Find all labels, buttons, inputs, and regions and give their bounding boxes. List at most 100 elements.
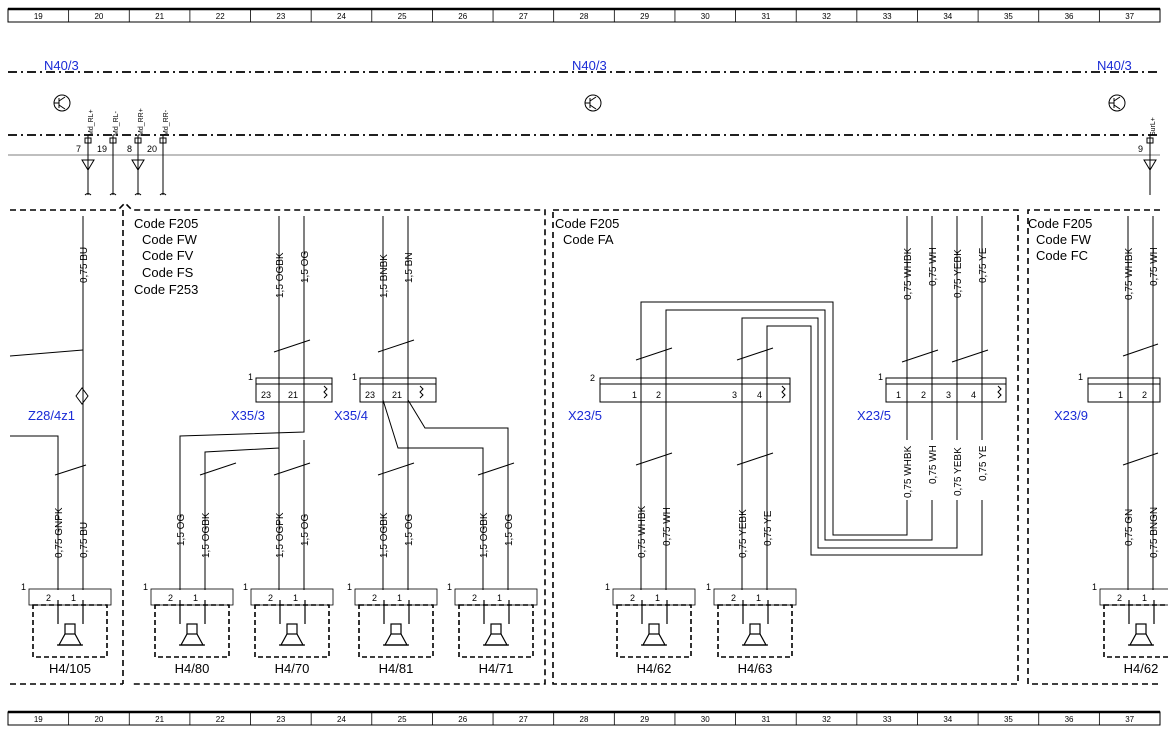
connector-label: X35/3 bbox=[231, 408, 265, 423]
speaker-pin-number: 2 bbox=[630, 593, 635, 603]
speaker-icon bbox=[57, 600, 84, 646]
speaker-pin-number: 1 bbox=[706, 582, 711, 592]
speaker-label: H4/63 bbox=[738, 661, 773, 676]
ruler-number: 34 bbox=[943, 715, 952, 724]
ruler-number: 20 bbox=[94, 12, 103, 21]
speaker-pin-number: 1 bbox=[497, 593, 502, 603]
conn-pin-number: 4 bbox=[971, 390, 976, 400]
speaker-label: H4/80 bbox=[175, 661, 210, 676]
speaker-label: H4/62 bbox=[637, 661, 672, 676]
wire-label: 1,5 OG bbox=[176, 514, 187, 546]
speaker-pin-number: 2 bbox=[168, 593, 173, 603]
speaker-pin-number: 1 bbox=[293, 593, 298, 603]
wire-label: 0,75 GN bbox=[1124, 509, 1135, 546]
wire-label: 0,75 BNGN bbox=[1149, 507, 1160, 558]
wire-label: 1,5 OG bbox=[300, 251, 311, 283]
speaker-connector bbox=[1099, 588, 1168, 606]
wire-label: 0,75 WHBK bbox=[903, 247, 914, 300]
conn-pin-number: 1 bbox=[1078, 372, 1083, 382]
wire-label: 0,75 YEBK bbox=[953, 447, 964, 496]
signal-name: SurL+ bbox=[1150, 117, 1157, 136]
conn-pin-number: 1 bbox=[352, 372, 357, 382]
ruler-number: 33 bbox=[883, 715, 892, 724]
wire-label: 0,75 YEBK bbox=[953, 249, 964, 298]
pin-number: 7 bbox=[76, 144, 81, 154]
speaker-pin-number: 1 bbox=[1092, 582, 1097, 592]
ruler-number: 24 bbox=[337, 715, 346, 724]
speaker-icon bbox=[279, 600, 306, 646]
speaker-housing bbox=[616, 604, 692, 658]
wire-label: 0,75 WHBK bbox=[637, 505, 648, 558]
speaker-icon bbox=[383, 600, 410, 646]
speaker-housing bbox=[1103, 604, 1168, 658]
speaker-icon bbox=[483, 600, 510, 646]
conn-pin-number: 1 bbox=[878, 372, 883, 382]
wire-label: 0,75 YEBK bbox=[738, 509, 749, 558]
speaker-pin-number: 1 bbox=[397, 593, 402, 603]
wire-label: 0,75 WH bbox=[928, 445, 939, 484]
ruler-number: 32 bbox=[822, 12, 831, 21]
wire-label: 0,75 WHBK bbox=[1124, 247, 1135, 300]
ruler-number: 26 bbox=[458, 715, 467, 724]
wire-label: 1,5 OGBK bbox=[379, 512, 390, 558]
ruler-number: 28 bbox=[580, 715, 589, 724]
code-label: Code FC bbox=[1036, 248, 1088, 263]
code-label: Code FA bbox=[563, 232, 614, 247]
conn-pin-number: 2 bbox=[656, 390, 661, 400]
ruler-number: 34 bbox=[943, 12, 952, 21]
pin-number: 19 bbox=[97, 144, 107, 154]
wires bbox=[9, 216, 1159, 590]
conn-pin-number: 21 bbox=[288, 390, 298, 400]
ruler-number: 25 bbox=[398, 715, 407, 724]
conn-pin-number: 1 bbox=[248, 372, 253, 382]
speaker-pin-number: 1 bbox=[1142, 593, 1147, 603]
speaker-label: H4/70 bbox=[275, 661, 310, 676]
ruler-number: 29 bbox=[640, 12, 649, 21]
code-label: Code FW bbox=[142, 232, 198, 247]
code-label: Code FS bbox=[142, 265, 194, 280]
signal-name: Md_RR+ bbox=[138, 108, 145, 136]
conn-pin-number: 1 bbox=[1118, 390, 1123, 400]
speaker-label: H4/81 bbox=[379, 661, 414, 676]
ruler-number: 23 bbox=[276, 715, 285, 724]
ruler-number: 25 bbox=[398, 12, 407, 21]
wire-label: 0,75 YE bbox=[763, 510, 774, 546]
ruler-number: 29 bbox=[640, 715, 649, 724]
code-label: Code F205 bbox=[134, 216, 198, 231]
pin-number: 9 bbox=[1138, 144, 1143, 154]
speaker-pin-number: 2 bbox=[472, 593, 477, 603]
wire-label: 0,75 WHBK bbox=[903, 445, 914, 498]
wire-label: 0,75 WH bbox=[928, 247, 939, 286]
speaker-pin-number: 1 bbox=[756, 593, 761, 603]
ruler-number: 19 bbox=[34, 12, 43, 21]
speaker-housing bbox=[254, 604, 330, 658]
conn-pin-number: 3 bbox=[732, 390, 737, 400]
ruler-number: 28 bbox=[580, 12, 589, 21]
conn-pin-number: 1 bbox=[632, 390, 637, 400]
speaker-label: H4/62 bbox=[1124, 661, 1159, 676]
ruler-number: 26 bbox=[458, 12, 467, 21]
speaker-housing bbox=[358, 604, 434, 658]
ruler-number: 22 bbox=[216, 715, 225, 724]
ruler-number: 35 bbox=[1004, 12, 1013, 21]
conn-pin-number: 4 bbox=[757, 390, 762, 400]
wire-label: 0,75 BU bbox=[79, 522, 90, 558]
speaker-connector bbox=[354, 588, 438, 606]
speaker-pin-number: 1 bbox=[655, 593, 660, 603]
connector-label: X23/5 bbox=[857, 408, 891, 423]
wire-label: 1,5 OG bbox=[300, 514, 311, 546]
speaker-connector bbox=[250, 588, 334, 606]
ruler-number: 37 bbox=[1125, 12, 1134, 21]
module-boundaries bbox=[8, 71, 1160, 136]
speaker-label: H4/71 bbox=[479, 661, 514, 676]
connector-label: Z28/4z1 bbox=[28, 408, 75, 423]
ruler-number: 35 bbox=[1004, 715, 1013, 724]
ruler-number: 22 bbox=[216, 12, 225, 21]
signal-name: Md_RL+ bbox=[88, 109, 95, 136]
conn-pin-number: 21 bbox=[392, 390, 402, 400]
conn-pin-number: 2 bbox=[590, 373, 595, 383]
